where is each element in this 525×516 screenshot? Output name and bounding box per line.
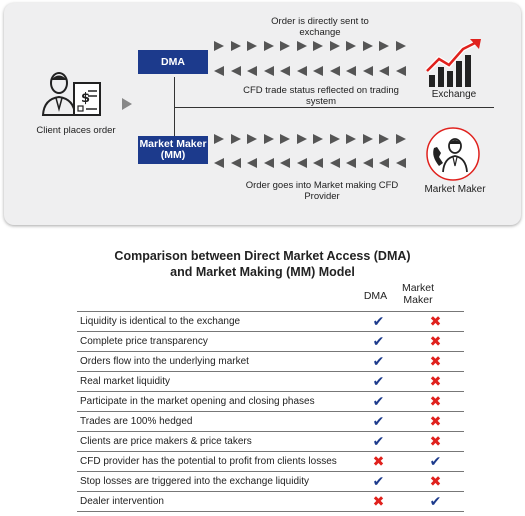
dma-outbound-arrows [214,41,412,51]
table-row: Clients are price makers & price takers ✔… [77,431,464,452]
cross-icon: ✖ [429,393,442,409]
mm-inbound-arrows [214,158,412,168]
table-row: Real market liquidity ✔ ✖ [77,371,464,392]
check-icon: ✔ [372,313,385,329]
check-icon: ✔ [372,353,385,369]
table-row: Liquidity is identical to the exchange ✔ ✖ [77,311,464,332]
dma-cell: ✔ [350,391,407,412]
dma-bottom-caption: CFD trade status reflected on trading sy… [243,85,399,107]
row-label: CFD provider has the potential to profit… [77,451,350,472]
mm-cell: ✖ [407,351,464,372]
dma-cell: ✖ [350,451,407,472]
comparison-table: Liquidity is identical to the exchange ✔ ✖… [77,311,464,512]
cross-icon: ✖ [429,413,442,429]
dma-cell: ✔ [350,431,407,452]
mm-cell: ✖ [407,331,464,352]
svg-text:$: $ [81,91,90,106]
mm-cell: ✔ [407,491,464,512]
exchange-label: Exchange [431,89,477,100]
table-row: CFD provider has the potential to profit… [77,451,464,472]
comparison-title-line2: and Market Making (MM) Model [170,265,355,279]
mm-cell: ✖ [407,471,464,492]
dma-top-caption: Order is directly sent to exchange [271,16,369,38]
mm-cell: ✖ [407,311,464,332]
client-person-icon: $ [41,72,101,116]
cross-icon: ✖ [429,473,442,489]
mm-cell: ✔ [407,451,464,472]
row-label: Liquidity is identical to the exchange [77,311,350,332]
cross-icon: ✖ [429,353,442,369]
row-label: Orders flow into the underlying market [77,351,350,372]
mm-cell: ✖ [407,391,464,412]
check-icon: ✔ [372,473,385,489]
dma-box: DMA [138,50,208,74]
connector-vertical [174,77,175,140]
table-row: Stop losses are triggered into the excha… [77,471,464,492]
mm-outbound-arrows [214,134,412,144]
market-maker-label: Market Maker [424,184,486,195]
divider-line [174,107,494,108]
exchange-chart-icon [425,39,481,87]
mm-bottom-caption: Order goes into Market making CFD Provid… [245,180,399,202]
check-icon: ✔ [372,333,385,349]
mm-cell: ✖ [407,371,464,392]
dma-inbound-arrows [214,66,412,76]
cross-icon: ✖ [372,453,385,469]
dma-cell: ✔ [350,411,407,432]
client-label: Client places order [36,125,116,136]
table-row: Participate in the market opening and cl… [77,391,464,412]
market-maker-box: Market Maker (MM) [138,136,208,164]
table-row: Trades are 100% hedged ✔ ✖ [77,411,464,432]
row-label: Stop losses are triggered into the excha… [77,471,350,492]
column-header-dma: DMA [363,290,388,302]
cross-icon: ✖ [372,493,385,509]
column-header-market-maker: Market Maker [401,282,435,306]
flow-diagram: $ Client places order DMA Market Maker (… [4,3,521,225]
cross-icon: ✖ [429,313,442,329]
dma-cell: ✔ [350,351,407,372]
check-icon: ✔ [372,413,385,429]
dma-cell: ✔ [350,311,407,332]
row-label: Dealer intervention [77,491,350,512]
table-row: Orders flow into the underlying market ✔ ✖ [77,351,464,372]
check-icon: ✔ [372,373,385,389]
row-label: Clients are price makers & price takers [77,431,350,452]
comparison-title: Comparison between Direct Market Access … [0,248,525,280]
row-label: Complete price transparency [77,331,350,352]
row-label: Trades are 100% hedged [77,411,350,432]
market-maker-icon [426,127,480,181]
table-row: Complete price transparency ✔ ✖ [77,331,464,352]
dma-cell: ✔ [350,331,407,352]
cross-icon: ✖ [429,433,442,449]
check-icon: ✔ [429,453,442,469]
dma-cell: ✔ [350,471,407,492]
client-arrow-icon [122,98,132,110]
check-icon: ✔ [372,433,385,449]
row-label: Real market liquidity [77,371,350,392]
cross-icon: ✖ [429,333,442,349]
check-icon: ✔ [429,493,442,509]
mm-cell: ✖ [407,431,464,452]
cross-icon: ✖ [429,373,442,389]
dma-cell: ✔ [350,371,407,392]
mm-cell: ✖ [407,411,464,432]
check-icon: ✔ [372,393,385,409]
dma-cell: ✖ [350,491,407,512]
row-label: Participate in the market opening and cl… [77,391,350,412]
comparison-title-line1: Comparison between Direct Market Access … [114,249,411,263]
table-row: Dealer intervention ✖ ✔ [77,491,464,512]
